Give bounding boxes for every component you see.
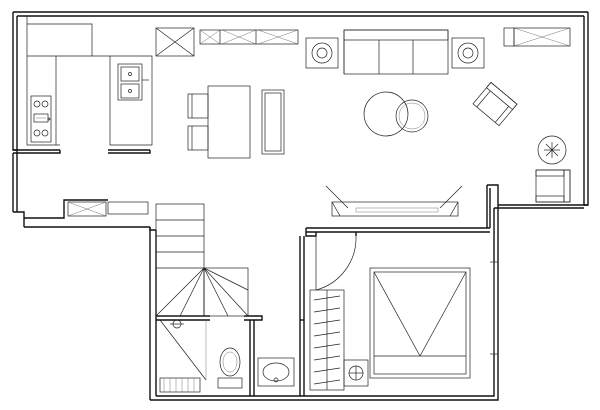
wardrobe: [309, 289, 345, 391]
basin: [257, 357, 295, 387]
armchair-top: [472, 81, 518, 127]
coffee-tables: [363, 91, 429, 137]
corner-cabinet: [503, 27, 571, 47]
kitchen-counter: [26, 16, 153, 146]
stairs: [155, 203, 249, 317]
nightstand: [343, 359, 369, 387]
entry-cabinet: [67, 201, 149, 217]
kitchen-sink: [117, 63, 149, 101]
living-area: [305, 29, 571, 217]
sideboard: [261, 89, 285, 155]
bathroom: [159, 319, 295, 393]
bed: [369, 267, 471, 379]
bath-mat: [159, 377, 201, 393]
dining-table: [207, 85, 251, 159]
toilet: [217, 347, 243, 389]
kitchen-hob: [30, 95, 52, 143]
bedroom: [315, 235, 498, 387]
side-table-left: [305, 37, 339, 69]
wall-shelf: [199, 29, 299, 45]
tall-cabinet: [155, 27, 195, 57]
floor-plant: [537, 135, 567, 165]
top-storage: [155, 27, 571, 57]
armchair-right: [535, 169, 571, 203]
window-right: [490, 261, 498, 355]
side-table-right: [451, 37, 485, 69]
walls: [12, 11, 589, 401]
dining-area: [187, 85, 285, 159]
tv-cabinet: [325, 185, 463, 217]
bedroom-door: [315, 235, 357, 291]
shower: [159, 319, 207, 381]
hangers: [313, 295, 341, 385]
sofa: [343, 29, 449, 75]
dining-chairs: [187, 93, 209, 151]
kitchen: [26, 16, 153, 146]
